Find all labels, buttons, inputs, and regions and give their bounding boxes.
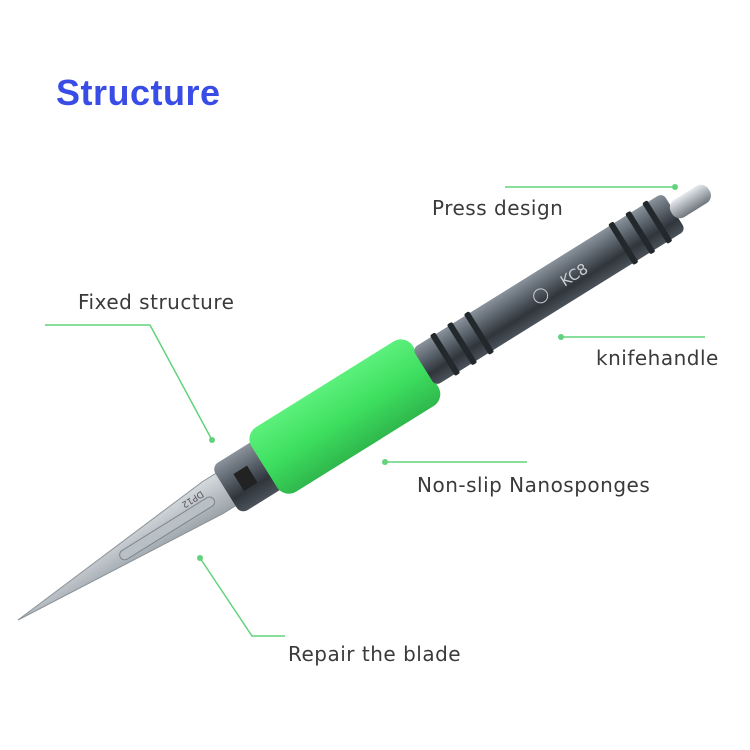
leader-fixed [45, 324, 213, 441]
label-press-design: Press design [432, 196, 564, 220]
label-fixed-structure: Fixed structure [78, 290, 235, 314]
leader-lines [45, 186, 705, 637]
non-slip-sponge [249, 339, 441, 494]
blade-groove [119, 496, 216, 561]
label-nanosponges: Non-slip Nanosponges [417, 473, 651, 497]
label-knifehandle: knifehandle [596, 346, 719, 370]
label-repair-blade: Repair the blade [288, 642, 462, 666]
press-rod [669, 184, 711, 219]
page-title: Structure [56, 72, 221, 113]
leader-blade [199, 557, 285, 637]
